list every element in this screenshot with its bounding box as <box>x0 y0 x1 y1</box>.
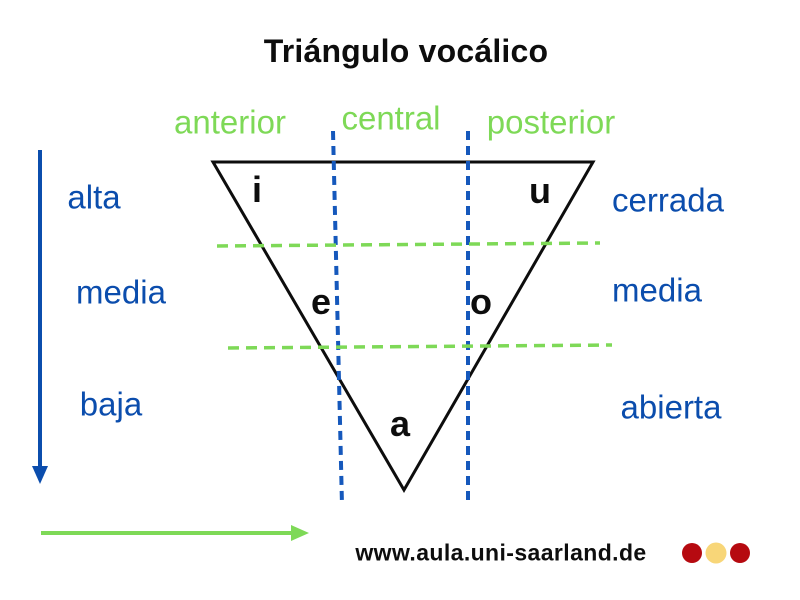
horizontal-axis-arrowhead-icon <box>291 525 309 541</box>
top-axis-label-anterior: anterior <box>174 103 286 141</box>
vowel-u: u <box>529 170 551 211</box>
vertical-axis-arrowhead-icon <box>32 466 48 484</box>
logo-dot-red-left-icon <box>682 543 702 563</box>
triangle-outline <box>210 160 596 493</box>
top-axis-label-central: central <box>341 99 441 137</box>
right-axis-label-abierta: abierta <box>620 388 722 426</box>
media-baja-boundary-dashed-line <box>227 343 613 350</box>
vowel-i: i <box>251 169 263 210</box>
footer-website-text: www.aula.uni-saarland.de <box>355 539 647 566</box>
anterior-central-boundary-dashed-line <box>331 130 344 506</box>
top-axis-label-posterior: posterior <box>486 103 616 141</box>
logo-dot-yellow-icon <box>705 542 727 564</box>
left-axis-label-baja: baja <box>79 385 143 423</box>
page-title: Triángulo vocálico <box>263 33 549 69</box>
vowel-o: o <box>470 281 492 322</box>
left-axis-label-media: media <box>76 273 166 311</box>
right-axis-label-media: media <box>612 271 702 309</box>
logo-dot-red-right-icon <box>730 543 750 563</box>
alta-media-boundary-dashed-line <box>216 241 601 248</box>
right-axis-label-cerrada: cerrada <box>612 181 724 219</box>
vowel-a: a <box>389 403 411 444</box>
vowel-e: e <box>310 281 332 322</box>
left-axis-label-alta: alta <box>67 178 121 216</box>
